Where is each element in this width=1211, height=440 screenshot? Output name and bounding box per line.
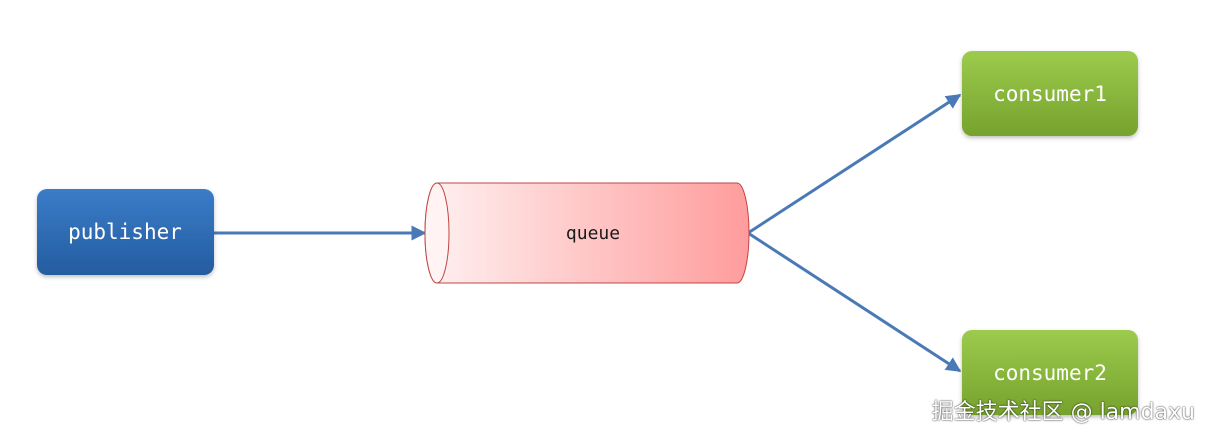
consumer1-node: consumer1 — [962, 51, 1138, 136]
consumer1-label: consumer1 — [993, 82, 1107, 106]
queue-cylinder-cap — [424, 182, 450, 284]
consumer2-label: consumer2 — [993, 361, 1107, 385]
watermark: 掘金技术社区 @ lamdaxu — [931, 400, 1195, 425]
publisher-label: publisher — [68, 220, 182, 244]
queue-label: queue — [566, 223, 620, 244]
arrow-queue-to-consumer2 — [747, 231, 962, 373]
consumer2-node: consumer2 — [962, 330, 1138, 415]
publisher-node: publisher — [37, 189, 214, 275]
queue-node: queue — [424, 182, 750, 284]
arrow-queue-to-consumer1 — [747, 93, 962, 235]
